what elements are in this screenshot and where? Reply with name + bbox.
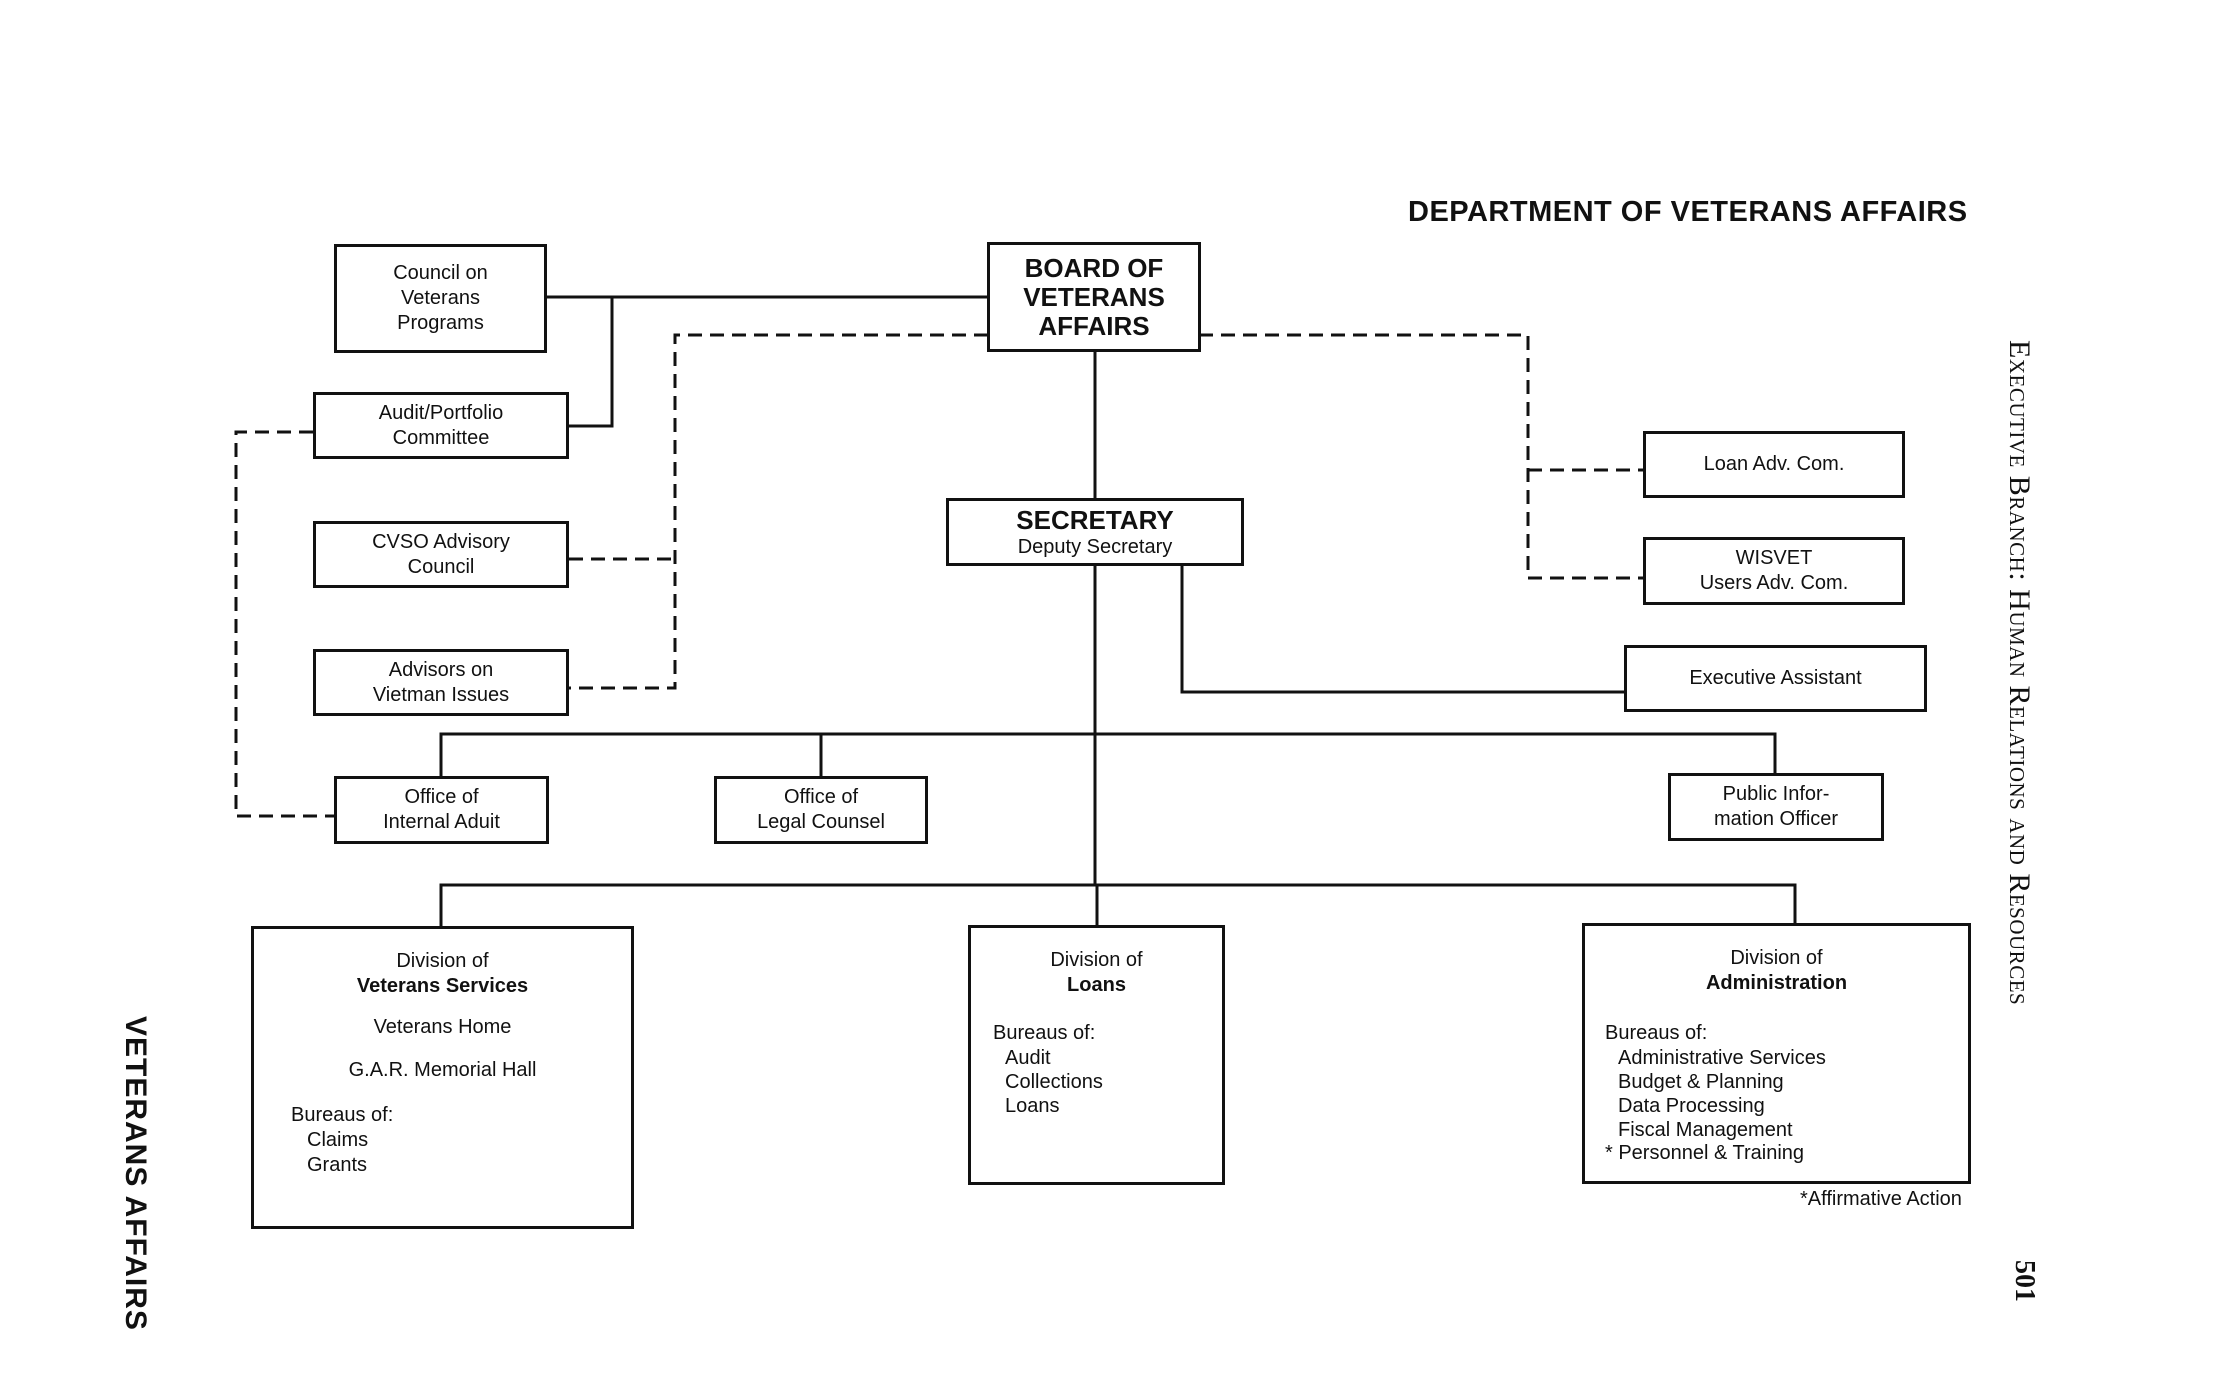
box-line: Internal Aduit [383,811,500,833]
secretary-title: SECRETARY [1016,504,1174,535]
box-line: AFFAIRS [1038,310,1150,341]
line-office-bus [439,732,1777,777]
bureau-item: Budget & Planning [1618,1071,1784,1093]
loan-advisory-committee-box: Loan Adv. Com. [1643,431,1905,498]
box-line: CVSO Advisory [372,530,510,553]
side-label-prefix: Executive Branch: [2003,340,2036,590]
executive-assistant-box: Executive Assistant [1624,645,1927,712]
line-division-bus [439,883,1797,929]
box-line: Users Adv. Com. [1699,572,1849,594]
box-line: VETERANS [1023,281,1165,312]
box-line: Loan Adv. Com. [1703,453,1845,475]
dashed-board-to-right-committees [1199,333,1645,580]
division-unit: G.A.R. Memorial Hall [348,1059,537,1081]
side-label-executive-branch: Executive Branch: Human Relations and Re… [2002,340,2036,1005]
division-name: Veterans Services [356,975,529,997]
division-heading: Division of [1050,949,1143,971]
bureau-item: Loans [1005,1095,1060,1117]
division-name: Administration [1705,972,1848,994]
office-of-legal-counsel-box: Office of Legal Counsel [714,776,928,844]
secretary-box: SECRETARY Deputy Secretary [946,498,1244,566]
council-on-veterans-programs-box: Council on Veterans Programs [334,244,547,353]
side-label-veterans-affairs: VETERANS AFFAIRS [119,1016,152,1331]
advisors-on-vietnam-issues-box: Advisors on Vietman Issues [313,649,569,716]
box-line: WISVET [1735,547,1813,569]
division-veterans-services-box: Division of Veterans Services Veterans H… [251,926,634,1229]
bureaus-label: Bureaus of: [291,1104,394,1126]
bureau-item: Data Processing [1618,1095,1765,1117]
box-line: Legal Counsel [757,811,885,833]
office-of-internal-audit-box: Office of Internal Aduit [334,776,549,844]
box-line: Office of [404,786,479,808]
side-label-main: Human Relations and Resources [2003,589,2036,1006]
box-line: Programs [397,312,484,334]
wisvet-users-advisory-committee-box: WISVET Users Adv. Com. [1643,537,1905,605]
board-of-veterans-affairs-box: BOARD OF VETERANS AFFAIRS [987,242,1201,352]
bureau-item: Claims [307,1129,369,1151]
box-line: Public Infor- [1722,783,1830,805]
box-line: Council on [393,262,488,284]
deputy-secretary-label: Deputy Secretary [1017,535,1173,558]
box-line: BOARD OF [1024,252,1164,283]
affirmative-action-footnote: *Affirmative Action [1800,1188,1962,1210]
public-information-officer-box: Public Infor- mation Officer [1668,773,1884,841]
division-name: Loans [1067,974,1126,996]
bureaus-label: Bureaus of: [993,1022,1096,1044]
audit-portfolio-committee-box: Audit/Portfolio Committee [313,392,569,459]
box-line: Audit/Portfolio [378,401,504,424]
bureau-item: Grants [307,1154,368,1176]
division-heading: Division of [1730,947,1823,969]
box-line: Executive Assistant [1689,667,1862,689]
bureaus-label: Bureaus of: [1605,1022,1708,1044]
bureau-item: Audit [1005,1047,1051,1069]
page-title: DEPARTMENT OF VETERANS AFFAIRS [1408,196,1968,228]
dashed-audit-committee-to-internal-audit [234,430,334,818]
page-number: 501 [2009,1260,2040,1302]
division-heading: Division of [396,950,489,972]
cvso-advisory-council-box: CVSO Advisory Council [313,521,569,588]
line-secretary-to-exec-assistant [1180,564,1626,694]
bureau-item: Collections [1005,1071,1103,1093]
division-unit: Veterans Home [373,1016,512,1038]
dashed-board-to-advisors [569,333,988,690]
division-administration-box: Division of Administration Bureaus of: A… [1582,923,1971,1184]
division-loans-box: Division of Loans Bureaus of: Audit Coll… [968,925,1225,1185]
bureau-item: * Personnel & Training [1605,1142,1805,1164]
bureau-item: Administrative Services [1618,1047,1826,1069]
box-line: Veterans [401,287,480,309]
bureau-item: Fiscal Management [1618,1119,1793,1141]
box-line: Vietman Issues [372,683,510,706]
box-line: mation Officer [1713,808,1839,830]
box-line: Committee [392,426,490,449]
box-line: Council [407,555,475,578]
box-line: Office of [783,786,859,808]
box-line: Advisors on [388,658,494,681]
line-audit-committee-to-council [567,297,614,428]
